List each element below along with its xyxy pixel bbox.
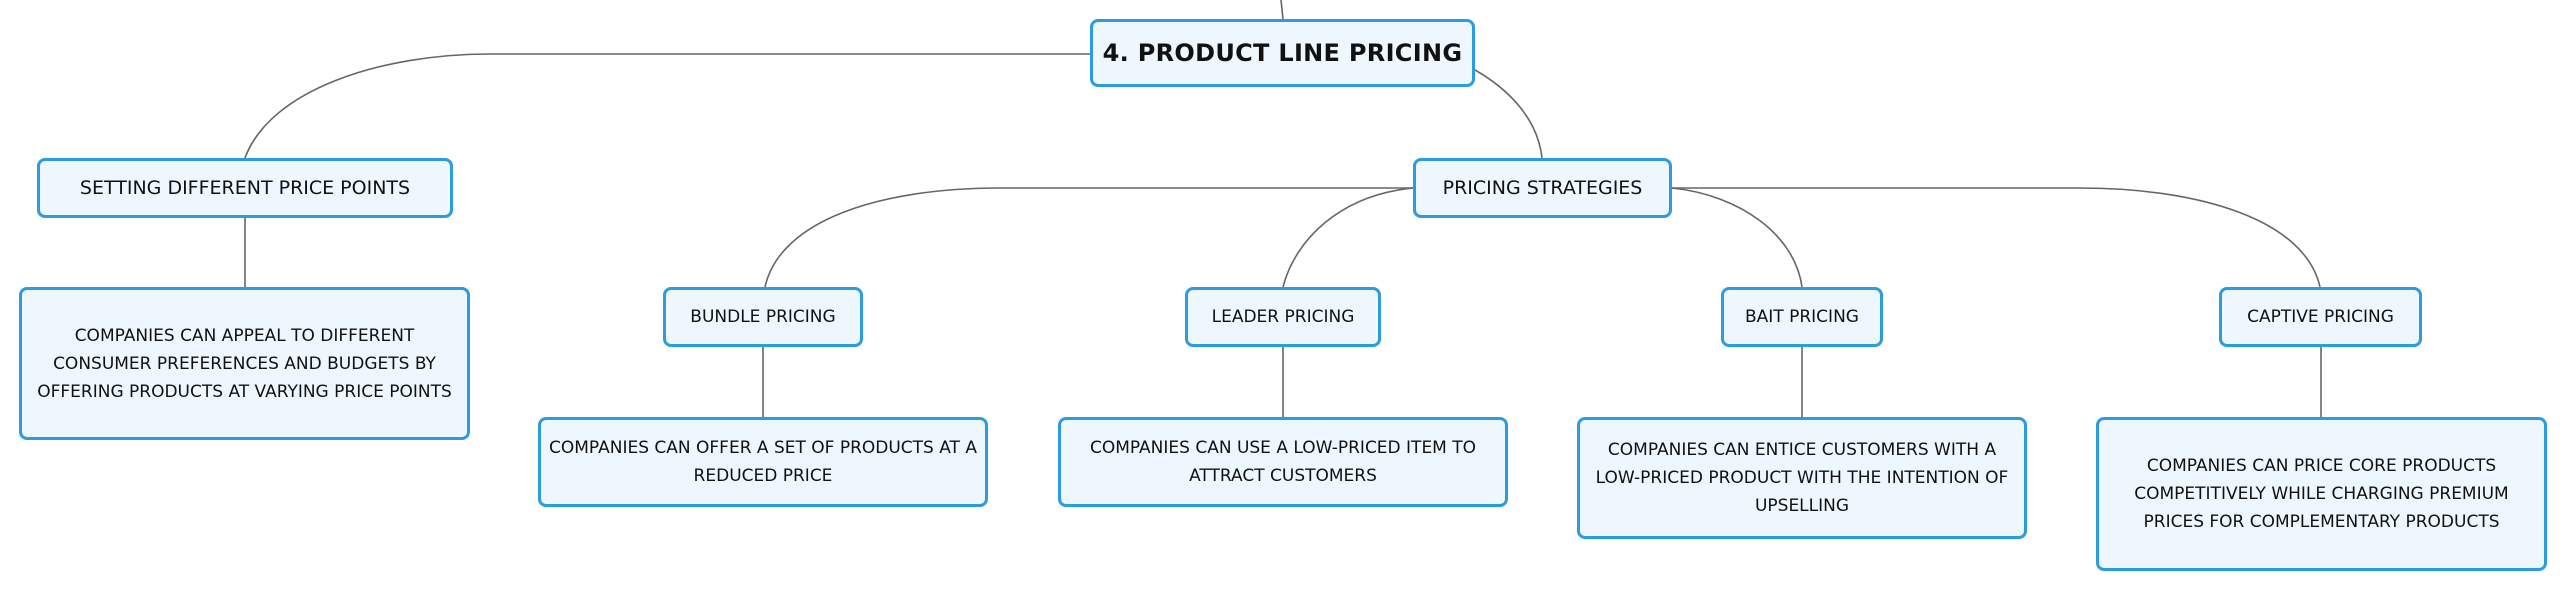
connector-root-to-pricing-strategies xyxy=(1474,69,1543,159)
captive-pricing-node[interactable]: CAPTIVE PRICING xyxy=(2219,287,2422,347)
bait-pricing-node[interactable]: BAIT PRICING xyxy=(1721,287,1883,347)
bait-pricing-label: BAIT PRICING xyxy=(1745,307,1859,327)
setting-price-points-node[interactable]: SETTING DIFFERENT PRICE POINTS xyxy=(37,158,453,218)
captive-pricing-description: COMPANIES CAN PRICE CORE PRODUCTS COMPET… xyxy=(2134,456,2509,532)
leader-pricing-node[interactable]: LEADER PRICING xyxy=(1185,287,1381,347)
captive-pricing-label: CAPTIVE PRICING xyxy=(2247,307,2394,327)
setting-price-points-label: SETTING DIFFERENT PRICE POINTS xyxy=(79,177,411,199)
leader-pricing-label: LEADER PRICING xyxy=(1211,307,1355,327)
bundle-pricing-label: BUNDLE PRICING xyxy=(690,307,836,327)
root-node[interactable]: 4. PRODUCT LINE PRICING xyxy=(1090,19,1475,87)
bundle-pricing-description-node[interactable]: COMPANIES CAN OFFER A SET OF PRODUCTS AT… xyxy=(538,417,988,507)
connector-strategies-to-bait xyxy=(1671,187,1803,288)
bundle-pricing-description: COMPANIES CAN OFFER A SET OF PRODUCTS AT… xyxy=(549,438,977,486)
bait-pricing-description-node[interactable]: COMPANIES CAN ENTICE CUSTOMERS WITH A LO… xyxy=(1577,417,2027,539)
connector-strategies-to-captive xyxy=(1672,187,2321,288)
setting-price-points-description: COMPANIES CAN APPEAL TO DIFFERENT CONSUM… xyxy=(37,325,452,402)
bundle-pricing-node[interactable]: BUNDLE PRICING xyxy=(663,287,863,347)
root-node-label: 4. PRODUCT LINE PRICING xyxy=(1102,39,1463,67)
pricing-strategies-node[interactable]: PRICING STRATEGIES xyxy=(1413,158,1672,218)
pricing-strategies-label: PRICING STRATEGIES xyxy=(1442,177,1643,199)
connector-strategies-to-bundle xyxy=(764,187,1413,288)
connector-strategies-to-leader xyxy=(1282,187,1414,288)
connector-root-to-setting-price-points xyxy=(244,53,1090,159)
leader-pricing-description-node[interactable]: COMPANIES CAN USE A LOW-PRICED ITEM TO A… xyxy=(1058,417,1508,507)
leader-pricing-description: COMPANIES CAN USE A LOW-PRICED ITEM TO A… xyxy=(1089,438,1477,486)
connector-parent-to-root xyxy=(1280,0,1284,20)
captive-pricing-description-node[interactable]: COMPANIES CAN PRICE CORE PRODUCTS COMPET… xyxy=(2096,417,2547,571)
setting-price-points-description-node[interactable]: COMPANIES CAN APPEAL TO DIFFERENT CONSUM… xyxy=(19,287,470,440)
bait-pricing-description: COMPANIES CAN ENTICE CUSTOMERS WITH A LO… xyxy=(1595,440,2009,516)
